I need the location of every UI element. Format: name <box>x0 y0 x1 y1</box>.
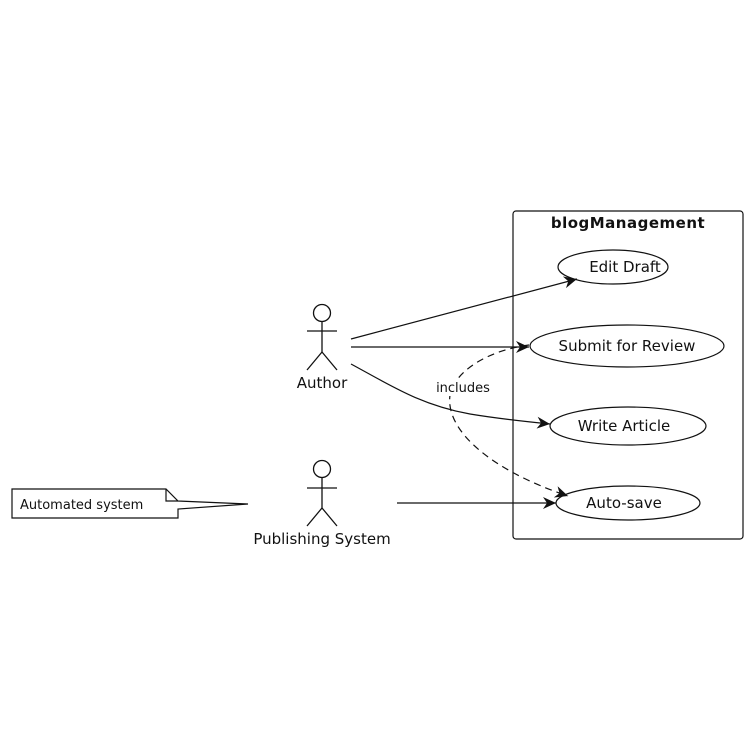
use-case-label: Write Article <box>578 417 671 435</box>
include-label: includes <box>436 381 490 396</box>
system-title: blogManagement <box>551 214 705 232</box>
actor-publishing-system[interactable]: Publishing System <box>253 459 391 549</box>
association-author-edit-draft <box>350 276 578 340</box>
actor-author[interactable]: Author <box>297 303 348 393</box>
actor-label: Publishing System <box>253 530 390 548</box>
use-case-label: Auto-save <box>586 494 662 512</box>
actor-icon <box>306 303 338 371</box>
actor-label: Author <box>297 374 348 392</box>
use-case-edit-draft[interactable]: Edit Draft <box>557 249 669 285</box>
association-author-write-article <box>350 363 551 429</box>
include-label-bg <box>430 378 498 396</box>
include-relation <box>449 344 569 498</box>
note-text: Automated system <box>20 498 143 513</box>
use-case-submit-for-review[interactable]: Submit for Review <box>529 324 725 368</box>
actor-icon <box>306 459 338 527</box>
use-case-write-article[interactable]: Write Article <box>549 406 707 446</box>
note-automated-system: Automated system <box>11 488 249 519</box>
use-case-label: Submit for Review <box>559 337 696 355</box>
use-case-label: Edit Draft <box>589 258 661 276</box>
system-boundary: blogManagement <box>512 210 744 540</box>
use-case-auto-save[interactable]: Auto-save <box>555 485 701 521</box>
